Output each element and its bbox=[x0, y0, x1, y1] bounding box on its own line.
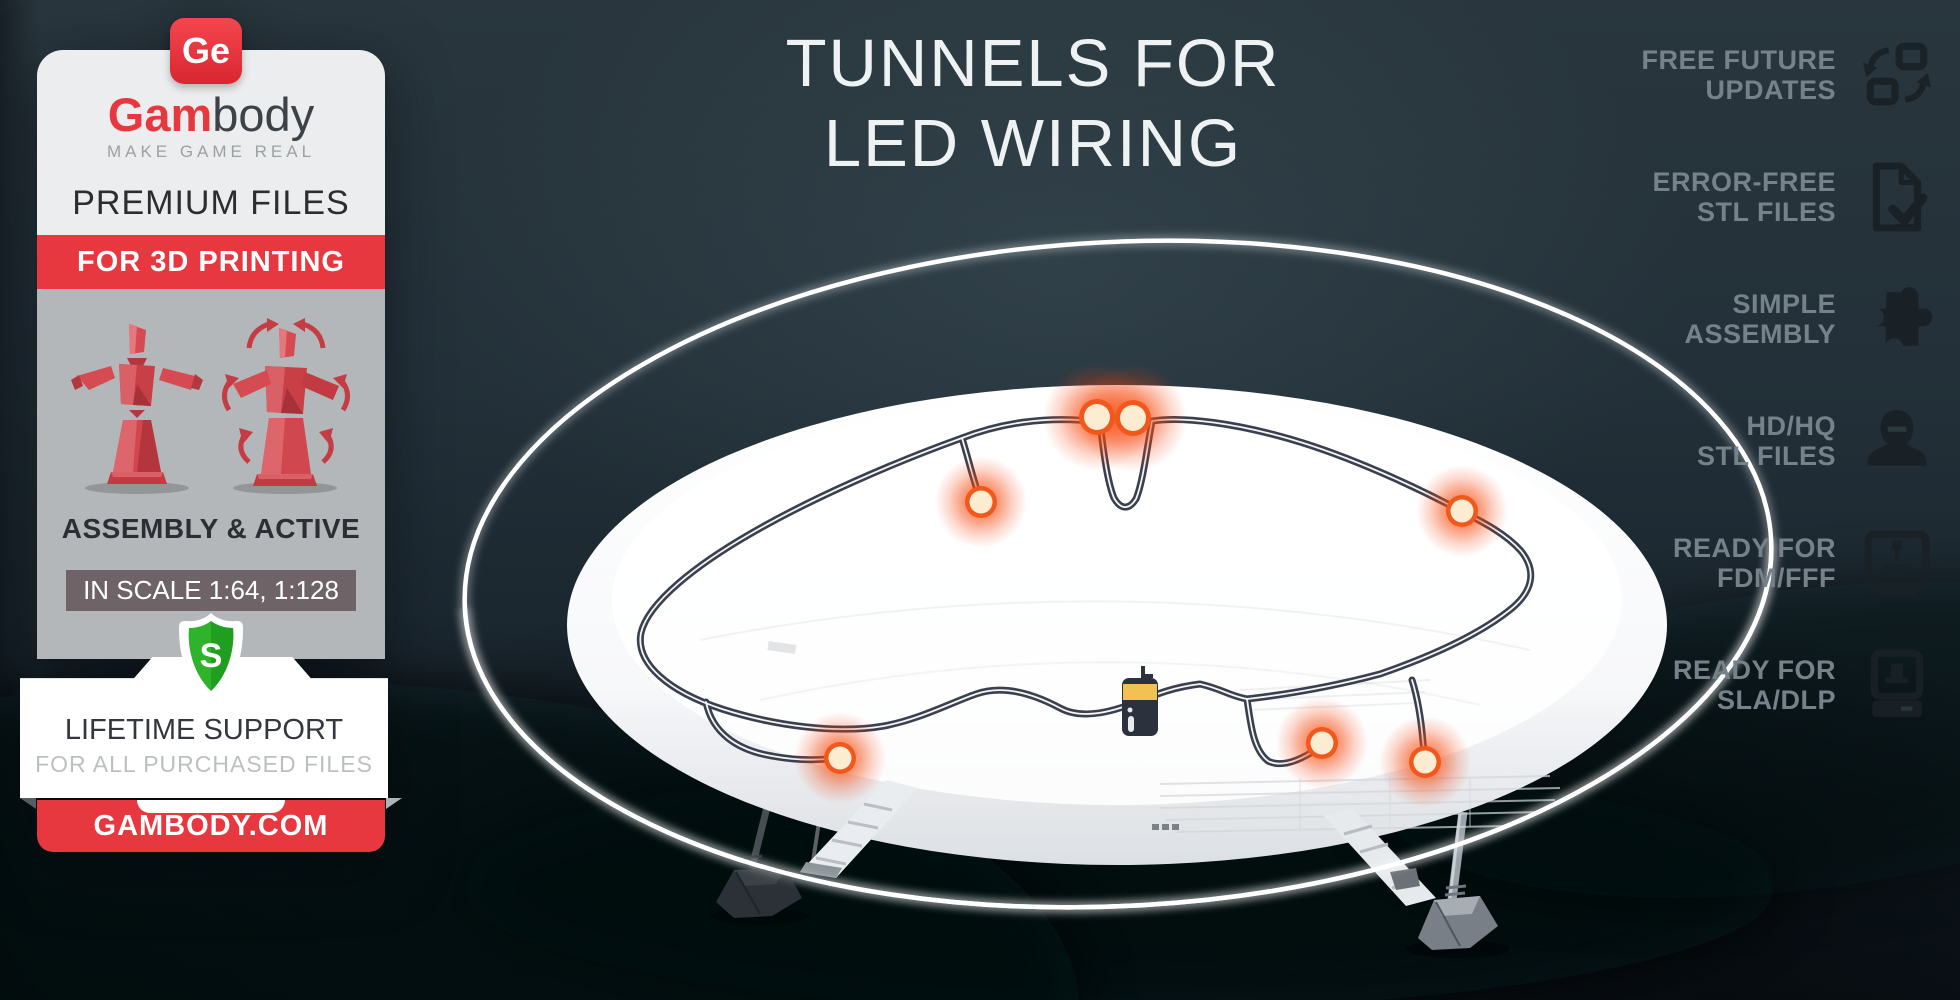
feature-fdm: READY FOR FDM/FFF bbox=[1604, 526, 1934, 600]
led-pair bbox=[1043, 363, 1187, 472]
logo-badge-label: Ge bbox=[181, 30, 231, 71]
boarding-ramp-left bbox=[800, 780, 918, 878]
shield-icon: S bbox=[179, 613, 243, 703]
gambody-logo-icon: Ge bbox=[170, 18, 242, 84]
brand-name: Gambody bbox=[37, 90, 385, 140]
feature-label: READY FOR bbox=[1672, 655, 1836, 685]
feature-error-free: ERROR-FREE STL FILES bbox=[1604, 160, 1934, 234]
boarding-ramp-right bbox=[1324, 808, 1436, 906]
website-label: GAMBODY.COM bbox=[93, 809, 329, 842]
feature-label: STL FILES bbox=[1696, 197, 1836, 227]
feature-list: FREE FUTURE UPDATES ERROR-FREE STL FILES bbox=[1604, 38, 1934, 770]
battery-icon bbox=[1122, 666, 1158, 736]
bust-icon bbox=[1867, 410, 1927, 466]
support-subtitle: FOR ALL PURCHASED FILES bbox=[35, 751, 373, 777]
page-title: TUNNELS FOR LED WIRING bbox=[633, 24, 1433, 184]
feature-label: ASSEMBLY bbox=[1684, 319, 1836, 349]
printing-banner-label: FOR 3D PRINTING bbox=[77, 245, 345, 278]
landing-leg-right bbox=[1406, 811, 1510, 958]
feature-label: ERROR-FREE bbox=[1652, 167, 1836, 197]
shield-letter: S bbox=[200, 637, 223, 675]
ribbon-fold-left bbox=[20, 798, 36, 809]
printing-banner: FOR 3D PRINTING bbox=[37, 235, 385, 289]
brand-card: FOR 3D PRINTING Ge Gambody MAKE GAME REA… bbox=[20, 18, 402, 852]
brand-tagline: MAKE GAME REAL bbox=[106, 142, 316, 161]
feature-free-updates: FREE FUTURE UPDATES bbox=[1604, 38, 1934, 112]
feature-sla: READY FOR SLA/DLP bbox=[1604, 648, 1934, 722]
feature-label: SIMPLE bbox=[1732, 289, 1836, 319]
feature-label: STL FILES bbox=[1696, 441, 1836, 471]
feature-label: FDM/FFF bbox=[1717, 563, 1836, 593]
active-figure-icon bbox=[222, 318, 350, 494]
puzzle-icon bbox=[1876, 287, 1933, 346]
ribbon-fold-right bbox=[386, 798, 402, 809]
orbit-ring-front bbox=[459, 539, 1777, 913]
assembly-active-label: ASSEMBLY & ACTIVE bbox=[61, 513, 361, 544]
feature-hdhq: HD/HQ STL FILES bbox=[1604, 404, 1934, 478]
led-single bbox=[794, 456, 1508, 808]
title-line-1: TUNNELS FOR bbox=[785, 26, 1281, 101]
feature-label: SLA/DLP bbox=[1716, 685, 1836, 715]
scale-badge-row: IN SCALE 1:64, 1:128 bbox=[37, 570, 385, 611]
fdm-printer-icon bbox=[1864, 530, 1930, 596]
feature-label: FREE FUTURE bbox=[1641, 45, 1836, 75]
hull-hatch-marks bbox=[1152, 824, 1179, 830]
brand-name-dark: body bbox=[212, 88, 315, 141]
feature-label: HD/HQ bbox=[1746, 411, 1836, 441]
feature-simple-assembly: SIMPLE ASSEMBLY bbox=[1604, 282, 1934, 356]
ribbon-tab bbox=[137, 800, 285, 813]
document-check-icon bbox=[1872, 162, 1928, 232]
feature-label: READY FOR bbox=[1672, 533, 1836, 563]
feature-label: UPDATES bbox=[1705, 75, 1836, 105]
figures-row bbox=[67, 314, 355, 494]
title-line-2: LED WIRING bbox=[823, 106, 1243, 181]
sync-updates-icon bbox=[1863, 42, 1931, 106]
led-lights bbox=[794, 363, 1508, 808]
premium-files-label: PREMIUM FILES bbox=[72, 184, 350, 222]
scale-badge: IN SCALE 1:64, 1:128 bbox=[66, 570, 356, 611]
assembly-figure-icon bbox=[71, 324, 203, 494]
sla-printer-icon bbox=[1870, 649, 1924, 717]
support-title: LIFETIME SUPPORT bbox=[64, 714, 344, 746]
brand-name-red: Gam bbox=[107, 88, 213, 141]
